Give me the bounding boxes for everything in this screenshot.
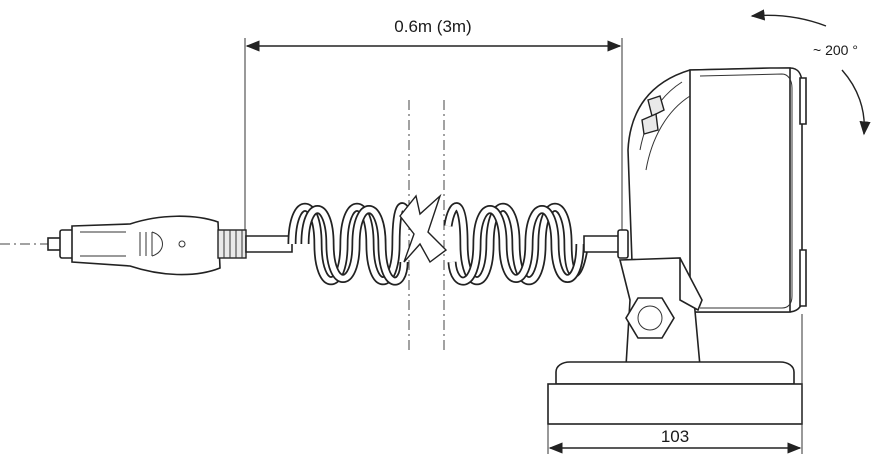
work-lamp: [617, 67, 807, 313]
rotation-arrow: ~ 200 °: [750, 9, 871, 136]
cigarette-plug: [47, 215, 293, 276]
coiled-cable-right: [443, 202, 623, 286]
swivel-bracket: [618, 257, 703, 367]
magnetic-base: [547, 361, 803, 425]
break-zigzag: [399, 193, 448, 264]
base-width-label: 103: [661, 427, 689, 446]
rotation-angle-label: ~ 200 °: [813, 42, 858, 58]
hex-knob: [625, 297, 675, 339]
coiled-cable-left: [287, 202, 413, 286]
base-width-dimension: 103: [547, 314, 803, 454]
cable-length-label: 0.6m (3m): [394, 17, 471, 36]
cable-length-dimension: 0.6m (3m): [244, 17, 623, 232]
